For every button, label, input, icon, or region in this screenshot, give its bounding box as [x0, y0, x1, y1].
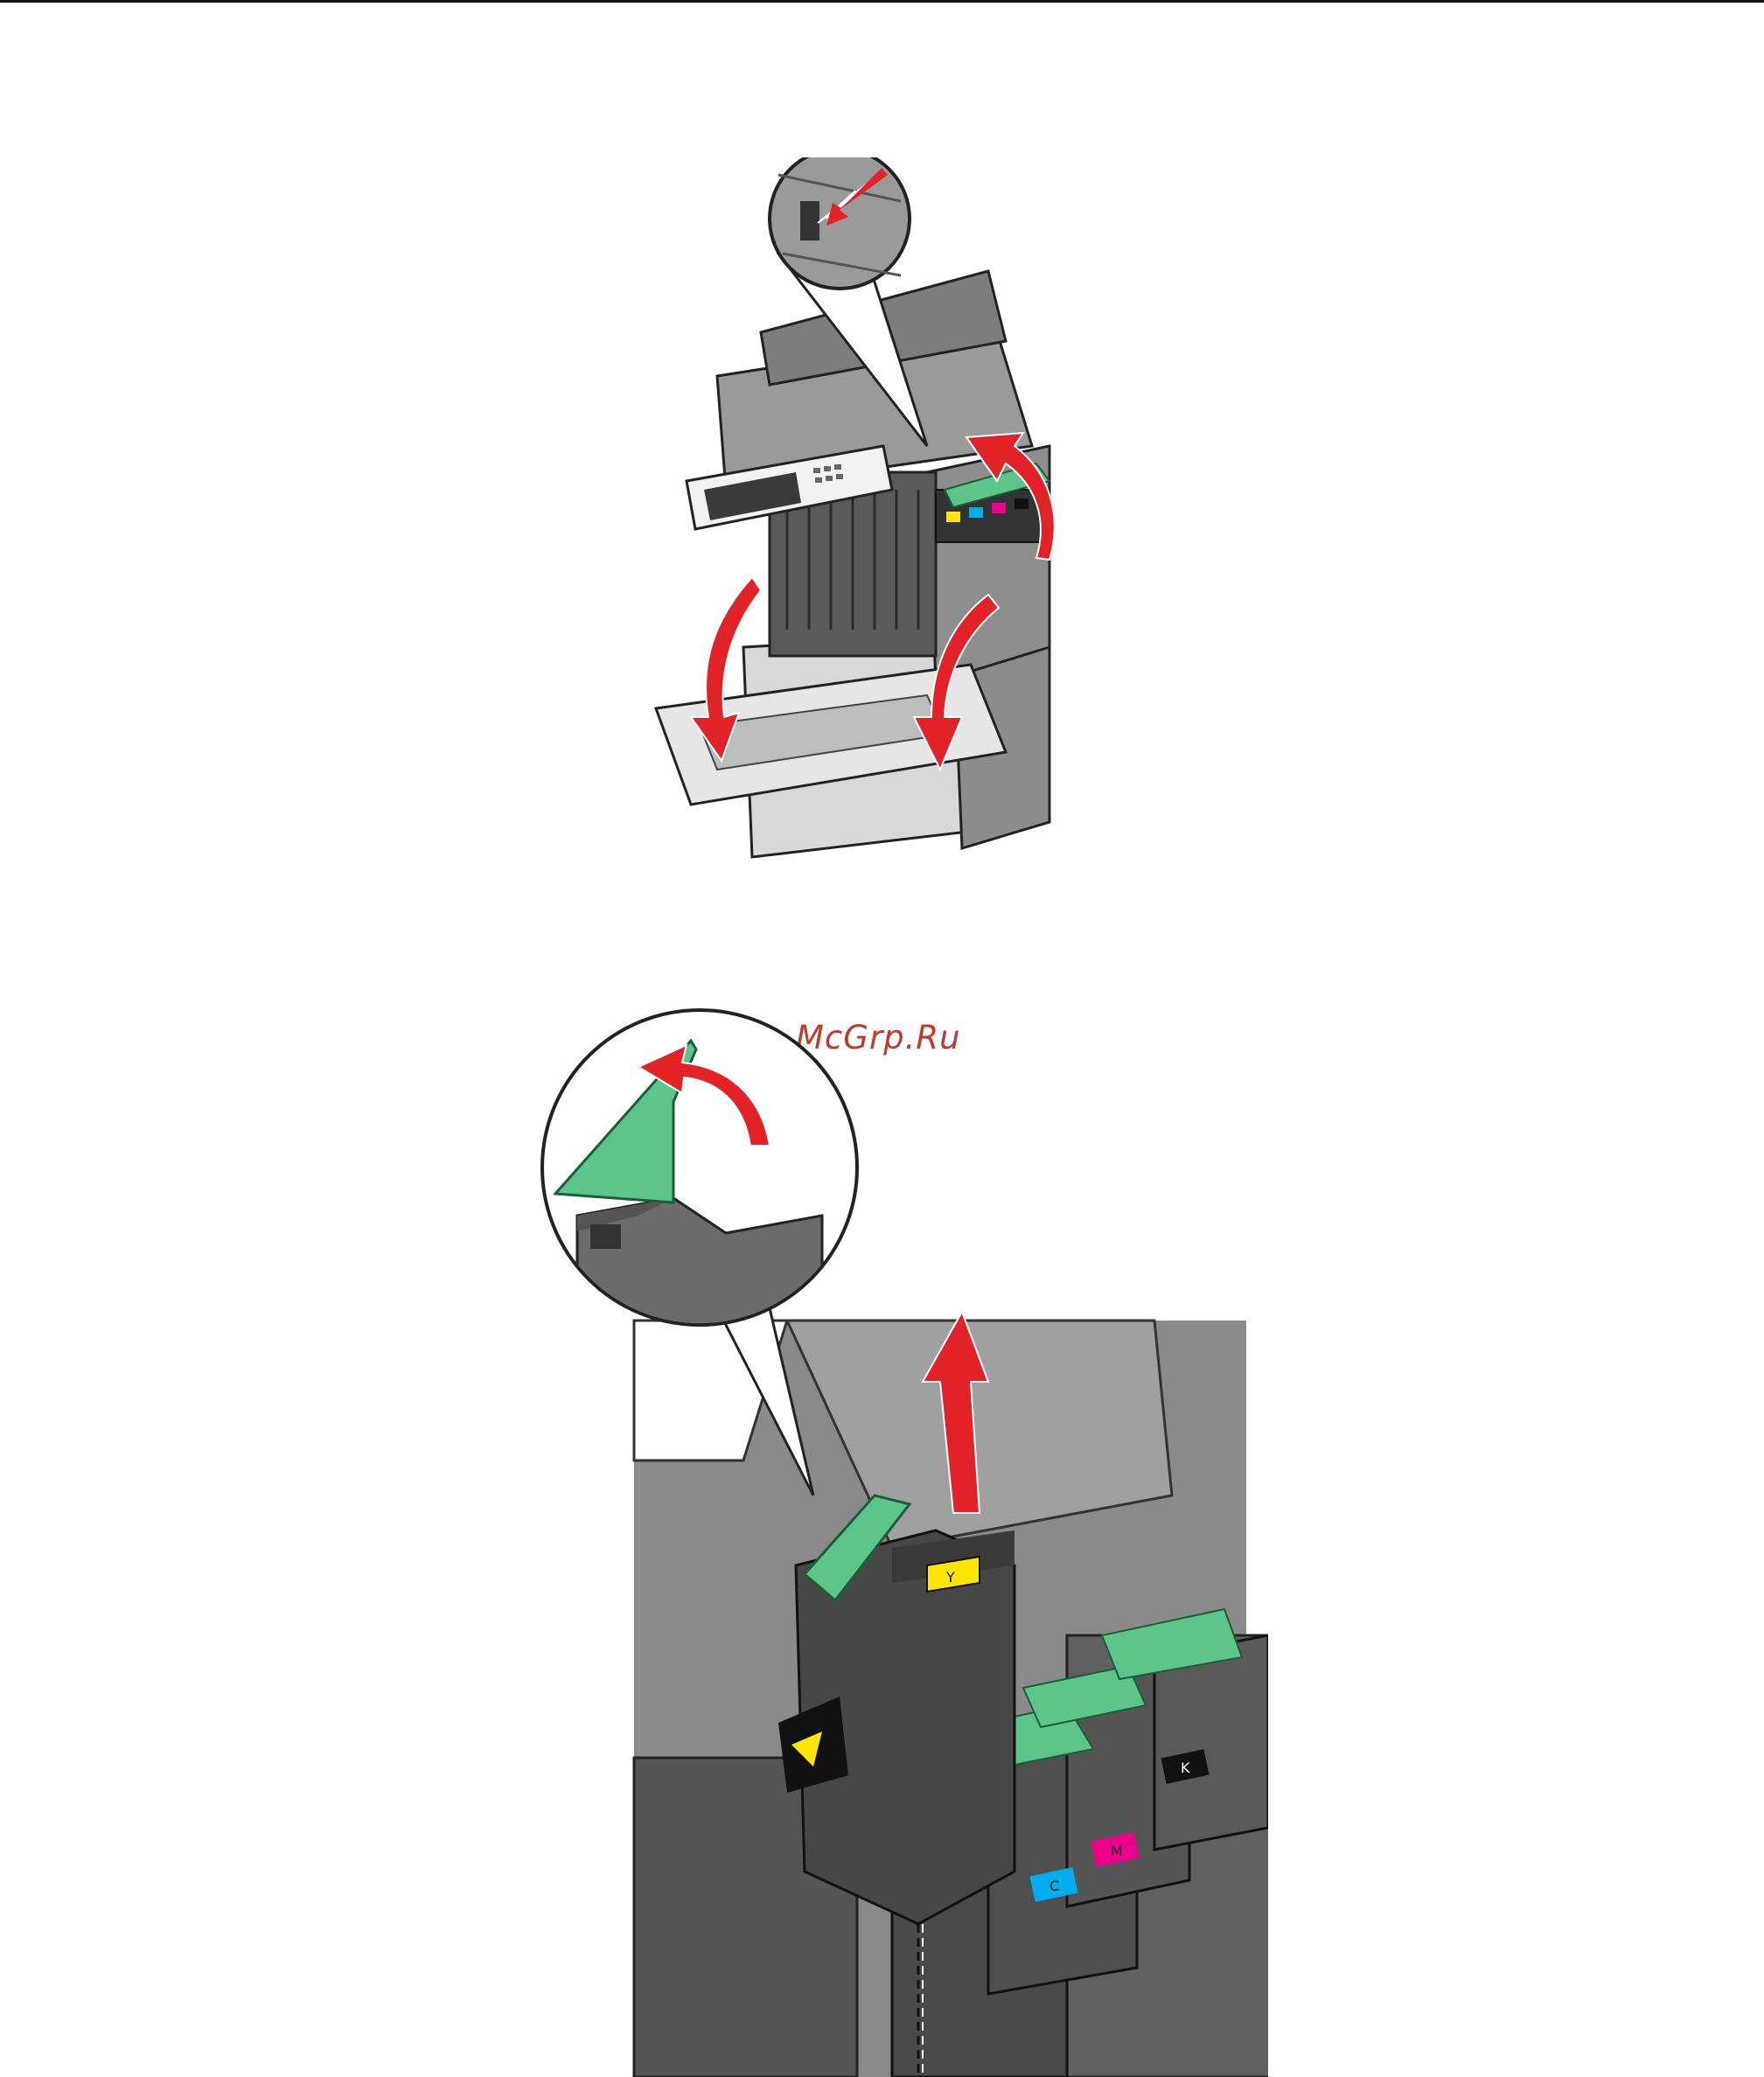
magenta-label-text: M	[1111, 1843, 1123, 1859]
toner-removal-illustration: C M K Y	[525, 1006, 1268, 2077]
black-label-text: K	[1181, 1760, 1190, 1776]
printer-open-illustration	[638, 157, 1189, 883]
top-rule	[0, 0, 1764, 3]
yellow-label-text: Y	[945, 1569, 955, 1586]
cyan-label-text: C	[1049, 1878, 1059, 1894]
